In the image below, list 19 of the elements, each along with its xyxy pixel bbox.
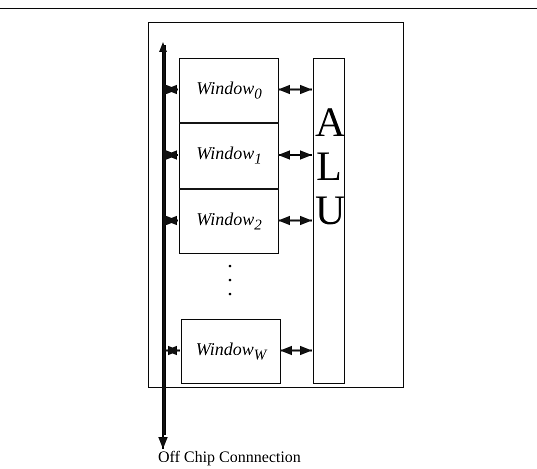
arrow — [280, 346, 312, 356]
arrow — [165, 84, 178, 94]
arrow — [165, 346, 180, 356]
arrow — [165, 150, 178, 160]
window-box — [179, 189, 279, 254]
arrow — [278, 150, 312, 160]
connection-label: Off Chip Connnection — [158, 449, 301, 469]
window-box — [181, 319, 281, 384]
window-label: Window$_{0}$ — [196, 78, 262, 104]
alu-box — [313, 58, 345, 384]
window-label: Window$_{1}$ — [196, 143, 262, 169]
arrow — [158, 434, 168, 449]
window-box — [179, 58, 279, 123]
window-label: Window$_{W}$ — [196, 338, 266, 364]
arrow — [278, 84, 312, 94]
window-label: Window$_{2}$ — [196, 208, 262, 234]
arrow — [278, 216, 312, 226]
window-box — [179, 123, 279, 189]
arrow — [165, 216, 178, 226]
